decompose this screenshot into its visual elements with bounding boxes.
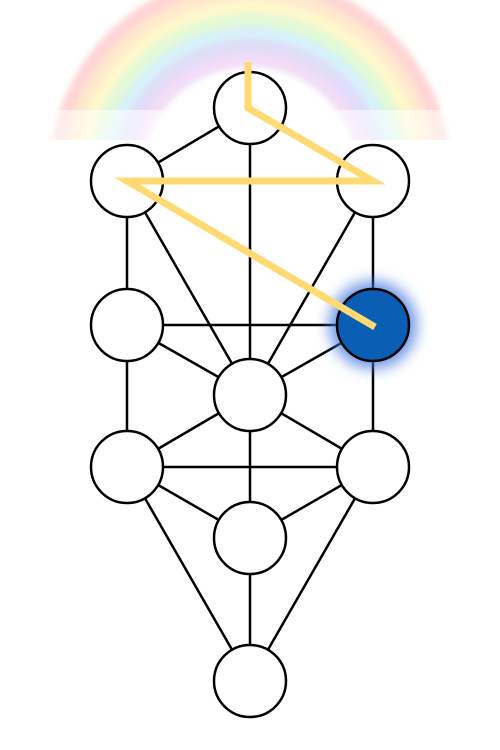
rainbow-band [65, 0, 435, 140]
node-circles [89, 70, 411, 719]
edge-node-2-node-6 [125, 180, 252, 396]
highlight-path [114, 62, 386, 331]
rainbow-band [91, 13, 409, 140]
node-7[interactable] [89, 429, 165, 505]
node-8[interactable] [335, 429, 411, 505]
rainbow-band [78, 0, 422, 140]
edge-node-8-node-10 [248, 466, 375, 682]
edge-node-7-node-10 [125, 466, 252, 682]
rainbow-arc [0, 0, 500, 140]
node-6[interactable] [212, 357, 288, 433]
rainbow-band [52, 0, 448, 140]
node-4[interactable] [89, 287, 165, 363]
node-10[interactable] [212, 643, 288, 719]
highlight-path-line [114, 62, 386, 331]
node-9[interactable] [212, 500, 288, 576]
